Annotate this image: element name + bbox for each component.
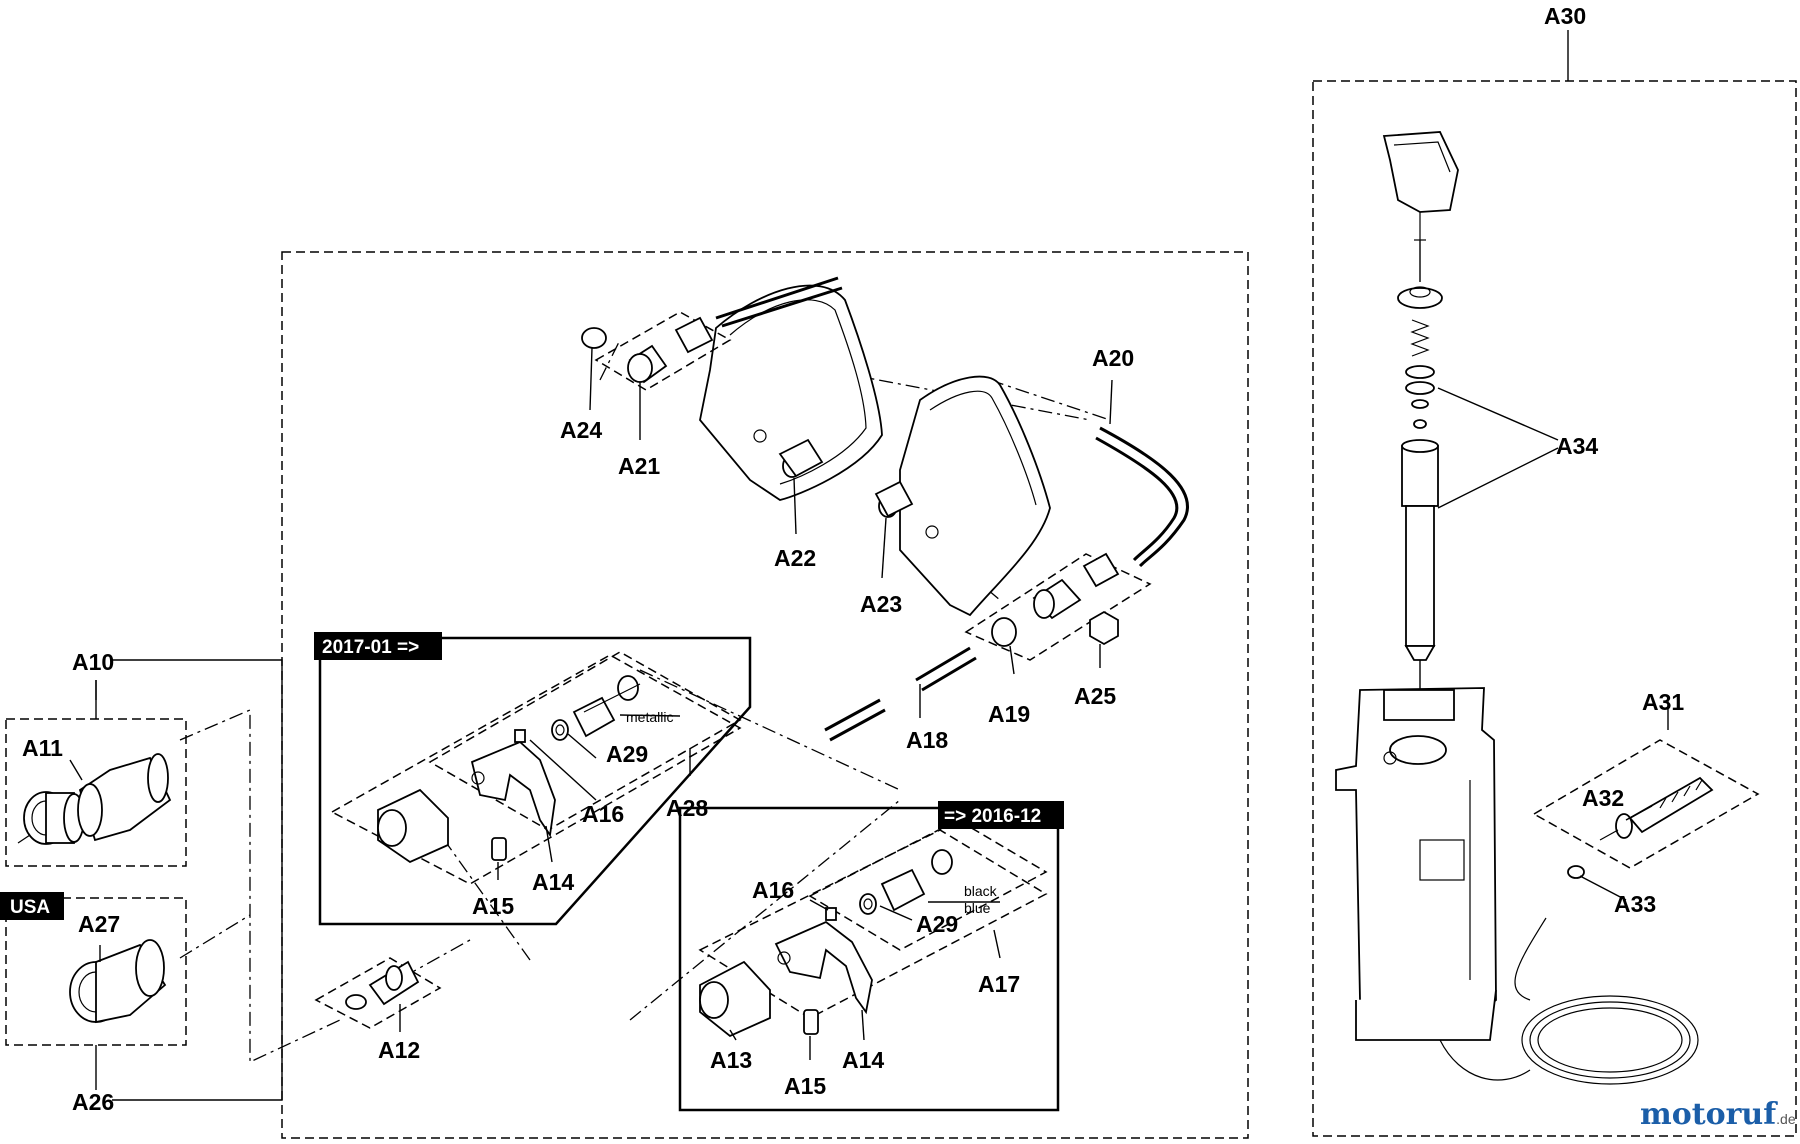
label-a14-new: A14: [532, 869, 574, 895]
svg-text:motoruf.de: motoruf.de: [1640, 1097, 1796, 1132]
leader-lines: [69, 30, 1669, 1060]
label-a13: A13: [710, 1047, 752, 1073]
label-a14-old: A14: [842, 1047, 884, 1073]
part-a30-pressure-tank: [1335, 131, 1699, 1085]
label-a15-new: A15: [472, 893, 514, 919]
label-a21: A21: [618, 453, 660, 479]
label-a16-new: A16: [582, 801, 624, 827]
label-a30: A30: [1544, 3, 1586, 29]
group-box-a26: [5, 897, 187, 1046]
label-a10: A10: [72, 649, 114, 675]
region-tag: USA: [10, 897, 50, 918]
version-tag-old-bg: [938, 801, 1064, 829]
label-a12: A12: [378, 1037, 420, 1063]
part-a19-a25-connector: [964, 552, 1152, 661]
label-a22: A22: [774, 545, 816, 571]
part-a18-hose: [824, 646, 977, 742]
group-box-main: [281, 251, 1249, 1139]
label-a34: A34: [1556, 433, 1598, 459]
label-a29-old: A29: [916, 911, 958, 937]
label-a17: A17: [978, 971, 1020, 997]
version-frame-new: [318, 636, 752, 926]
brand-suffix: .de: [1776, 1111, 1796, 1127]
note-black: black: [964, 883, 998, 899]
label-a25: A25: [1074, 683, 1116, 709]
note-metallic: metallic: [626, 709, 673, 725]
assembly-new-version: [330, 651, 742, 885]
part-a20-hose: [715, 276, 1190, 568]
label-a33: A33: [1614, 891, 1656, 917]
label-a32: A32: [1582, 785, 1624, 811]
version-tag-new-bg: [314, 632, 442, 660]
note-blue: blue: [964, 900, 991, 916]
part-a21-a24-fittings: [581, 311, 914, 518]
part-a11-coupling: [17, 753, 172, 845]
part-a27-coupling: [69, 939, 167, 1024]
label-a19: A19: [988, 701, 1030, 727]
label-a20: A20: [1092, 345, 1134, 371]
label-a15-old: A15: [784, 1073, 826, 1099]
label-a11: A11: [22, 735, 63, 761]
assembly-old-version: [698, 819, 1048, 1038]
label-a26: A26: [72, 1089, 114, 1115]
version-tag-new: 2017-01 =>: [322, 637, 419, 658]
group-box-a30: [1312, 80, 1797, 1137]
version-tag-old: => 2016-12: [944, 806, 1041, 827]
label-a23: A23: [860, 591, 902, 617]
region-tag-bg: [0, 892, 64, 920]
label-a18: A18: [906, 727, 948, 753]
part-a31-nozzle: [1532, 739, 1760, 879]
label-a16-old: A16: [752, 877, 794, 903]
part-a12-nipple: [314, 957, 442, 1029]
label-a24: A24: [560, 417, 602, 443]
part-splash-guard-left: [699, 284, 883, 501]
label-a29-new: A29: [606, 741, 648, 767]
brand-watermark: motoruf.de: [1640, 1097, 1796, 1132]
label-a31: A31: [1642, 689, 1684, 715]
label-a27: A27: [78, 911, 120, 937]
brand-name: motoruf: [1640, 1097, 1778, 1132]
label-a28: A28: [666, 795, 708, 821]
part-splash-guard-right: [899, 375, 1051, 617]
